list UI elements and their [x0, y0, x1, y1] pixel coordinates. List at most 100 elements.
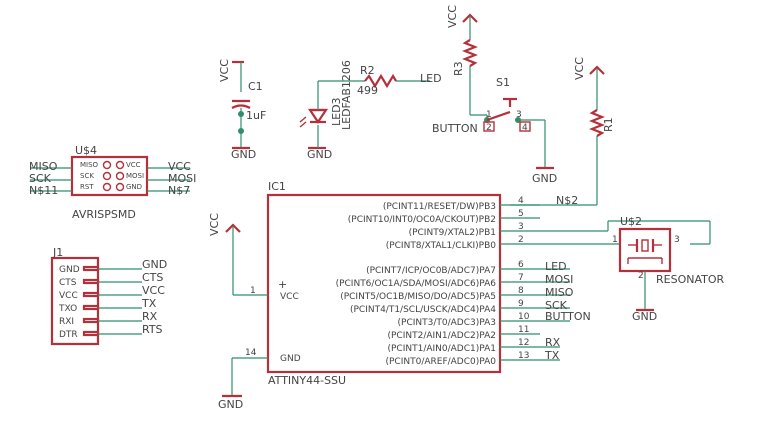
- isp-net-sck: SCK: [29, 172, 52, 185]
- isp-net-n7: N$7: [168, 184, 190, 197]
- isp-pin-rst: RST: [80, 183, 94, 191]
- ic1-pin-num: 5: [518, 209, 524, 219]
- isp-net-mosi: MOSI: [168, 172, 196, 185]
- capacitor-c1[interactable]: VCC C1 1uF GND: [218, 59, 266, 161]
- isp-pin-gnd: GND: [126, 183, 142, 191]
- resonator-gnd-label: GND: [632, 310, 657, 323]
- led-value: LEDFAB1206: [340, 60, 353, 130]
- ic1-pin-row: (PCINT4/T1/SCL/USCK/ADC4)PA4 9 SCK: [350, 299, 570, 315]
- ic1-pin-net: RX: [545, 336, 561, 349]
- ic1-pin-row: (PCINT11/RESET/DW)PB3 4: [383, 196, 540, 212]
- ic1-pin-num: 13: [518, 351, 529, 361]
- ic1-pin-row: (PCINT10/INT0/OC0A/CKOUT)PB2 5: [348, 209, 540, 225]
- ic1-name: IC1: [268, 180, 286, 193]
- ic1-pin-label: (PCINT1/AIN0/ADC1)PA1: [387, 344, 496, 354]
- ic1-pin-net: MOSI: [545, 273, 573, 286]
- ic1-pin-row: (PCINT9/XTAL2)PB1 3: [409, 222, 540, 238]
- j1-name: J1: [52, 246, 63, 259]
- ic1-attiny44[interactable]: IC1 ATTINY44-SSU VCC 1 VCC + 14 GND GND …: [208, 180, 591, 411]
- s1-pin4: 4: [522, 123, 528, 133]
- ic1-pin-label: (PCINT10/INT0/OC0A/CKOUT)PB2: [348, 215, 496, 225]
- c1-gnd-label: GND: [231, 148, 256, 161]
- ic1-vcc-pin-label: VCC: [280, 292, 299, 302]
- ic1-pin-num: 8: [518, 286, 524, 296]
- isp-header-u4[interactable]: U$4 AVRISPSMD MISO SCK RST VCC MOSI GND …: [29, 144, 196, 221]
- ic1-pin-num: 11: [518, 325, 529, 335]
- ic1-pin-row: (PCINT8/XTAL1/CLKI)PB0 2: [386, 235, 540, 251]
- resistor-r1[interactable]: VCC R1 N$2: [510, 57, 615, 207]
- ic1-gnd-pin-label: GND: [280, 354, 301, 364]
- ic1-pin-num: 9: [518, 299, 524, 309]
- isp-net-n11: N$11: [29, 184, 58, 197]
- resonator-pin1: 1: [612, 235, 618, 245]
- ic1-vcc-pin-num: 1: [250, 286, 256, 296]
- resonator-pin2: 2: [638, 271, 644, 281]
- ic1-pin-label: (PCINT6/OC1A/SDA/MOSI/ADC6)PA6: [336, 279, 497, 289]
- ic1-value: ATTINY44-SSU: [268, 374, 346, 387]
- j1-pins: [82, 265, 100, 337]
- ic1-pin-net: SCK: [545, 299, 568, 312]
- c1-name: C1: [248, 80, 263, 93]
- ic1-pin-label: (PCINT0/AREF/ADC0)PA0: [385, 357, 496, 367]
- resonator-name: U$2: [620, 215, 642, 228]
- ic1-pin-row: (PCINT3/T0/ADC3)PA3 10 BUTTON: [398, 310, 591, 328]
- ic1-pin-num: 4: [518, 196, 524, 206]
- ic1-vcc-supply-label: VCC: [208, 213, 221, 236]
- ic1-pin-row: (PCINT5/OC1B/MISO/DO/ADC5)PA5 8 MISO: [340, 286, 574, 302]
- ic1-pin-num: 12: [518, 338, 529, 348]
- isp-net-miso: MISO: [29, 160, 58, 173]
- resonator-pin3: 3: [674, 235, 680, 245]
- j1-pin-gnd: GND: [59, 265, 80, 275]
- led-r2-branch[interactable]: LED3 LEDFAB1206 R2 499 LED GND: [299, 60, 442, 161]
- ic1-pin-net: BUTTON: [545, 310, 591, 323]
- r3-vcc-label: VCC: [446, 5, 459, 28]
- j1-net-gnd: GND: [142, 258, 167, 271]
- isp-pin-vcc: VCC: [126, 161, 141, 169]
- isp-pin-miso: MISO: [80, 161, 99, 169]
- led-net-label: LED: [420, 72, 442, 85]
- ic1-pin-net: LED: [545, 260, 567, 273]
- j1-pin-dtr: DTR: [59, 330, 78, 340]
- ic1-pin-label: (PCINT4/T1/SCL/USCK/ADC4)PA4: [350, 305, 496, 315]
- ic1-gnd-supply-label: GND: [218, 398, 243, 411]
- s1-name: S1: [496, 76, 510, 89]
- isp-net-vcc: VCC: [168, 160, 191, 173]
- resonator-value: RESONATOR: [656, 273, 725, 286]
- c1-vcc-label: VCC: [218, 59, 231, 82]
- ic1-pin-row: (PCINT6/OC1A/SDA/MOSI/ADC6)PA6 7 MOSI: [336, 273, 574, 289]
- r2-name: R2: [360, 64, 375, 77]
- j1-net-cts: CTS: [142, 271, 163, 284]
- j1-pin-vcc: VCC: [59, 291, 78, 301]
- ic1-pin-net: MISO: [545, 286, 574, 299]
- ic1-pin-num: 6: [518, 260, 524, 270]
- ic1-pin-label: (PCINT8/XTAL1/CLKI)PB0: [386, 241, 497, 251]
- ic1-pin-label: (PCINT3/T0/ADC3)PA3: [398, 318, 496, 328]
- ic1-pin-row: (PCINT2/AIN1/ADC2)PA2 11: [387, 325, 540, 341]
- ic1-pin-row: (PCINT0/AREF/ADC0)PA0 13 TX: [385, 349, 560, 367]
- s1-pin3: 3: [516, 110, 522, 120]
- j1-net-rts: RTS: [142, 323, 163, 336]
- led-gnd-label: GND: [307, 148, 332, 161]
- r3-name: R3: [452, 61, 465, 76]
- ic1-pin-label: (PCINT7/ICP/OC0B/ADC7)PA7: [366, 266, 496, 276]
- j1-net-rx: RX: [142, 310, 158, 323]
- isp-pin-sck: SCK: [80, 172, 94, 180]
- s1-pin2: 2: [486, 123, 492, 133]
- ic1-pin-num: 3: [518, 222, 524, 232]
- button-label: BUTTON: [432, 122, 478, 135]
- isp-pin-mosi: MOSI: [126, 172, 144, 180]
- ic1-pin-row: (PCINT1/AIN0/ADC1)PA1 12 RX: [387, 336, 560, 354]
- ic1-pin-label: (PCINT5/OC1B/MISO/DO/ADC5)PA5: [340, 292, 496, 302]
- j1-pin-txo: TXO: [58, 304, 77, 314]
- ftdi-header-j1[interactable]: J1 GND CTS VCC TXO RXI DTR GND CTS VCC T…: [50, 246, 167, 346]
- j1-net-tx: TX: [141, 297, 157, 310]
- resonator-u2[interactable]: U$2 1 3 2 RESONATOR GND: [540, 215, 725, 323]
- led-name: LED3: [330, 97, 343, 126]
- ic1-pin-num: 10: [518, 312, 530, 322]
- button-s1[interactable]: VCC R3 S1 1 3 2 4 BUTTON GND: [432, 5, 557, 185]
- isp-name: U$4: [75, 144, 97, 157]
- ic1-pin-label: (PCINT11/RESET/DW)PB3: [383, 202, 496, 212]
- ic1-plus-sign: +: [278, 278, 287, 291]
